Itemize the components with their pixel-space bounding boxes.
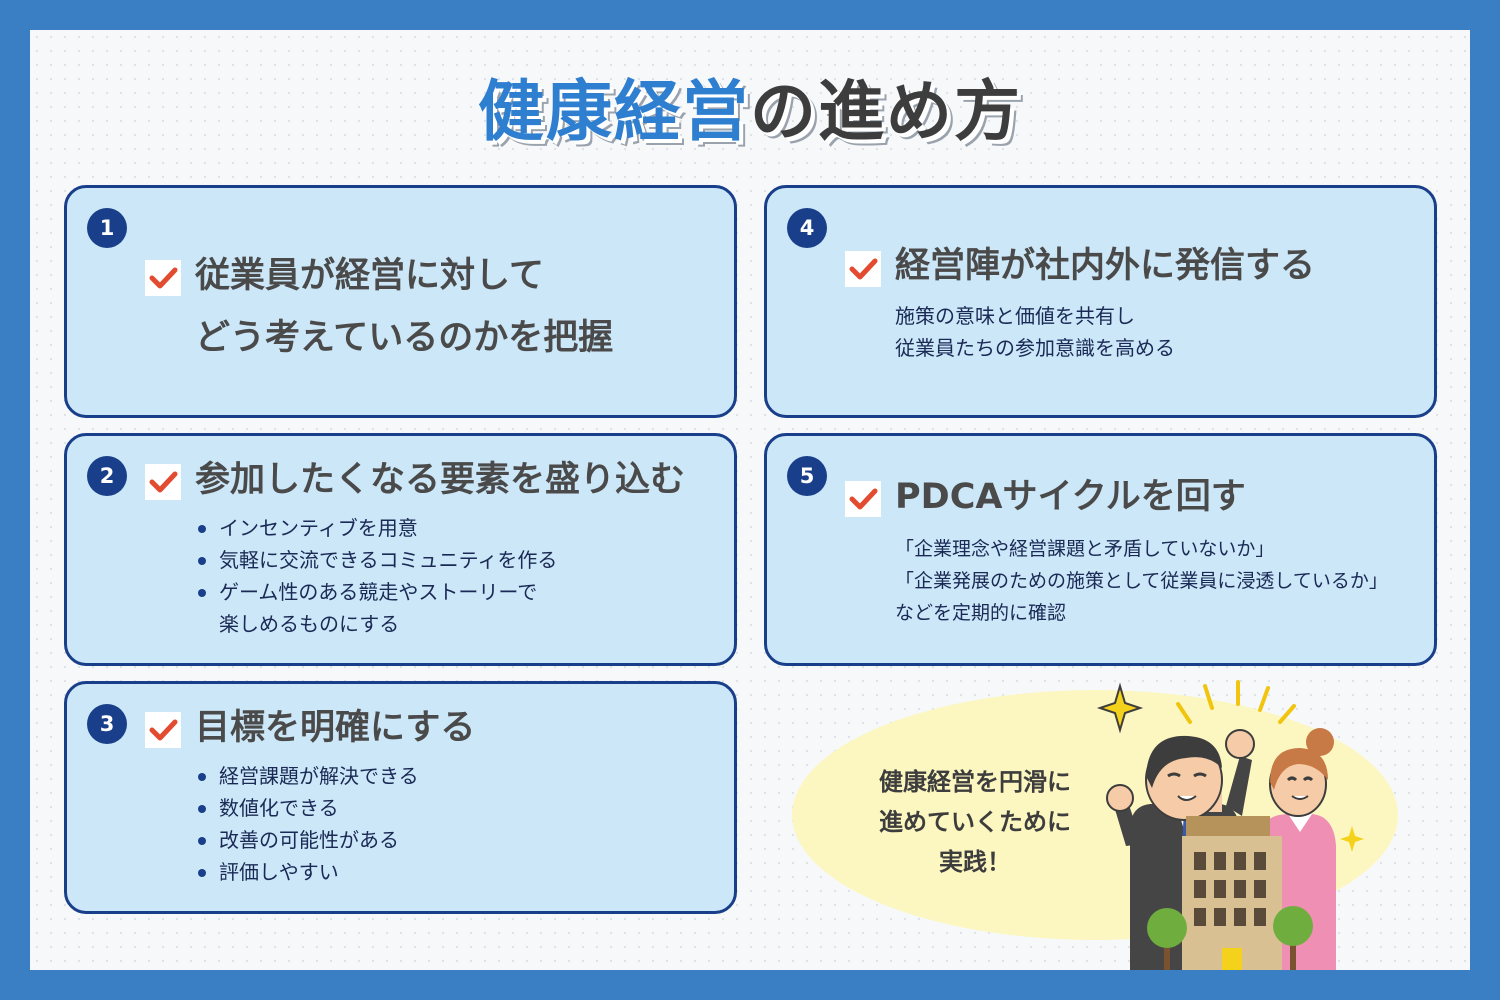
step-card-3: 3 目標を明確にする 経営課題が解決できる 数値化できる 改善の可能性がある 評… (64, 681, 737, 914)
step-heading-4: 経営陣が社内外に発信する (895, 246, 1316, 286)
building-icon (1182, 816, 1282, 970)
text-line: 「企業理念や経営課題と矛盾していないか」 (895, 538, 1275, 560)
step-heading-1-line1: 従業員が経営に対して (195, 256, 544, 296)
list-item-continuation: 楽しめるものにする (219, 612, 400, 636)
list-item: 気軽に交流できるコミュニティを作る (195, 544, 557, 576)
text-line: 施策の意味と価値を共有し (895, 304, 1135, 328)
text-line: などを定期的に確認 (895, 602, 1067, 624)
step-card-5: 5 PDCAサイクルを回す 「企業理念や経営課題と矛盾していないか」 「企業発展… (764, 433, 1437, 666)
list-item: 改善の可能性がある (195, 824, 419, 856)
step-number-2: 2 (87, 456, 127, 496)
list-item: 経営課題が解決できる (195, 760, 419, 792)
step-heading-5: PDCAサイクルを回す (895, 477, 1246, 517)
list-item: ゲーム性のある競走やストーリーで (195, 576, 557, 608)
step-number-5: 5 (787, 456, 827, 496)
step-heading-2: 参加したくなる要素を盛り込む (195, 460, 686, 500)
rays (1176, 680, 1296, 724)
check-icon (845, 481, 881, 517)
step-number-3: 3 (87, 704, 127, 744)
step-card-4: 4 経営陣が社内外に発信する 施策の意味と価値を共有し 従業員たちの参加意識を高… (764, 185, 1437, 418)
step-card-2: 2 参加したくなる要素を盛り込む インセンティブを用意 気軽に交流できるコミュニ… (64, 433, 737, 666)
list-item: インセンティブを用意 (195, 512, 557, 544)
business-people-building-illustration (1096, 680, 1364, 970)
step-heading-3: 目標を明確にする (195, 708, 476, 748)
step-4-text: 施策の意味と価値を共有し 従業員たちの参加意識を高める (895, 300, 1175, 364)
list-item: 評価しやすい (195, 856, 419, 888)
text-line: 従業員たちの参加意識を高める (895, 336, 1175, 360)
step-card-1: 1 従業員が経営に対して どう考えているのかを把握 (64, 185, 737, 418)
sparkle-small-icon (1340, 826, 1364, 852)
step-3-bullets: 経営課題が解決できる 数値化できる 改善の可能性がある 評価しやすい (195, 760, 419, 888)
page-title: 健康経営の進め方 (0, 58, 1500, 154)
check-icon (145, 464, 181, 500)
step-number-1: 1 (87, 208, 127, 248)
step-5-text: 「企業理念や経営課題と矛盾していないか」 「企業発展のための施策として従業員に浸… (895, 533, 1388, 629)
step-number-4: 4 (787, 208, 827, 248)
callout-line: 健康経営を円滑に (879, 768, 1071, 796)
step-2-bullets: インセンティブを用意 気軽に交流できるコミュニティを作る ゲーム性のある競走やス… (195, 512, 557, 640)
sparkle-icon (1096, 682, 1144, 734)
tree-icon (1147, 906, 1313, 970)
title-rest: の進め方 (750, 73, 1022, 150)
text-line: 「企業発展のための施策として従業員に浸透しているか」 (895, 570, 1388, 592)
list-item: 数値化できる (195, 792, 419, 824)
title-accent: 健康経営 (478, 73, 750, 150)
callout-text: 健康経営を円滑に 進めていくために 実践！ (860, 762, 1090, 882)
check-icon (145, 712, 181, 748)
check-icon (145, 260, 181, 296)
callout-line: 実践！ (939, 848, 1011, 876)
step-heading-1-line2: どう考えているのかを把握 (195, 318, 614, 358)
callout-line: 進めていくために (879, 808, 1071, 836)
check-icon (845, 251, 881, 287)
step-heading-1: 従業員が経営に対して どう考えているのかを把握 (195, 250, 613, 364)
